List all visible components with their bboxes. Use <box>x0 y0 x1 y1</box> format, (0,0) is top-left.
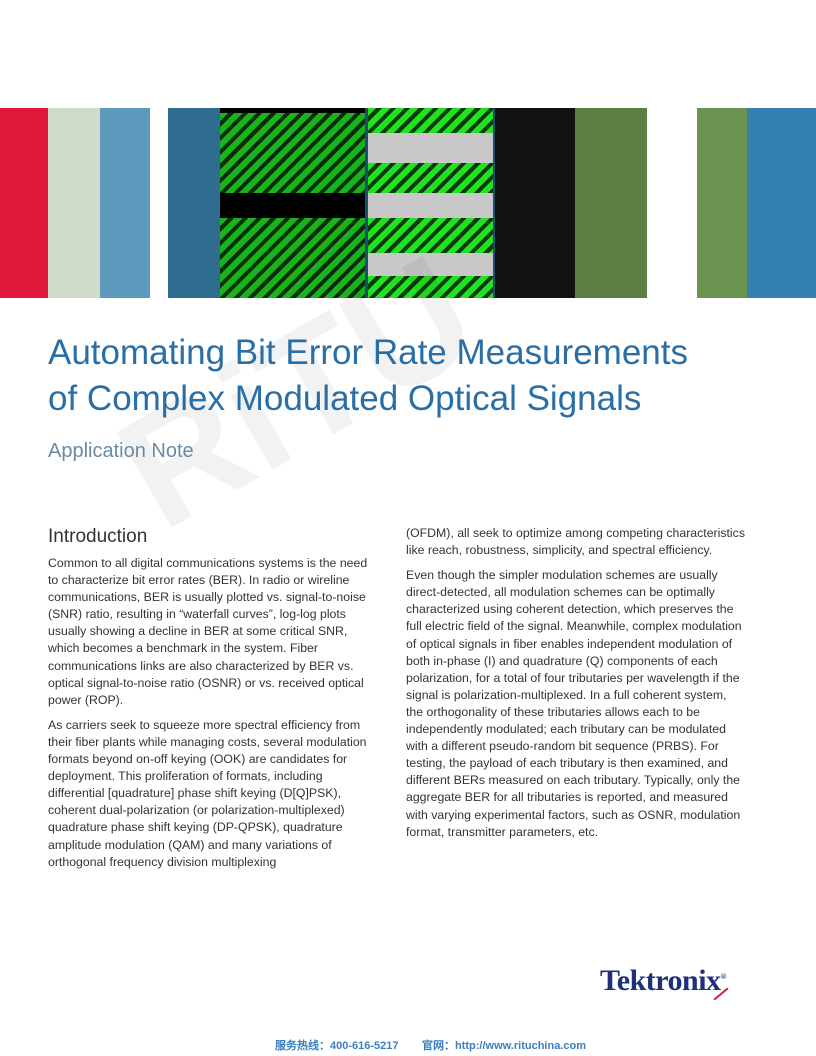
logo-text: Tektronix <box>600 964 721 997</box>
banner-stripe-red <box>0 108 48 298</box>
left-column: Common to all digital communications sys… <box>48 555 373 879</box>
paragraph: Common to all digital communications sys… <box>48 556 368 707</box>
title-line-1: Automating Bit Error Rate Measurements <box>48 333 688 372</box>
right-column: (OFDM), all seek to optimize among compe… <box>406 525 746 849</box>
banner-stripe-green <box>697 108 747 298</box>
section-heading: Introduction <box>48 526 148 547</box>
banner-stripe-deep-blue <box>747 108 816 298</box>
tektronix-logo: Tektronix® <box>600 964 727 997</box>
subtitle: Application Note <box>48 440 194 462</box>
document-title: Automating Bit Error Rate Measurements o… <box>48 330 768 422</box>
footer-hotline: 服务热线：400-616-5217 <box>275 1040 399 1052</box>
footer-website[interactable]: 官网：http://www.rituchina.com <box>422 1040 586 1052</box>
paragraph: (OFDM), all seek to optimize among compe… <box>406 526 745 558</box>
banner-stripe-sage <box>48 108 100 298</box>
banner-stripe-blue <box>100 108 150 298</box>
title-line-2: of Complex Modulated Optical Signals <box>48 379 642 418</box>
banner-screenshot-image <box>168 108 647 298</box>
paragraph: As carriers seek to squeeze more spectra… <box>48 717 367 869</box>
paragraph: Even though the simpler modulation schem… <box>406 568 742 839</box>
